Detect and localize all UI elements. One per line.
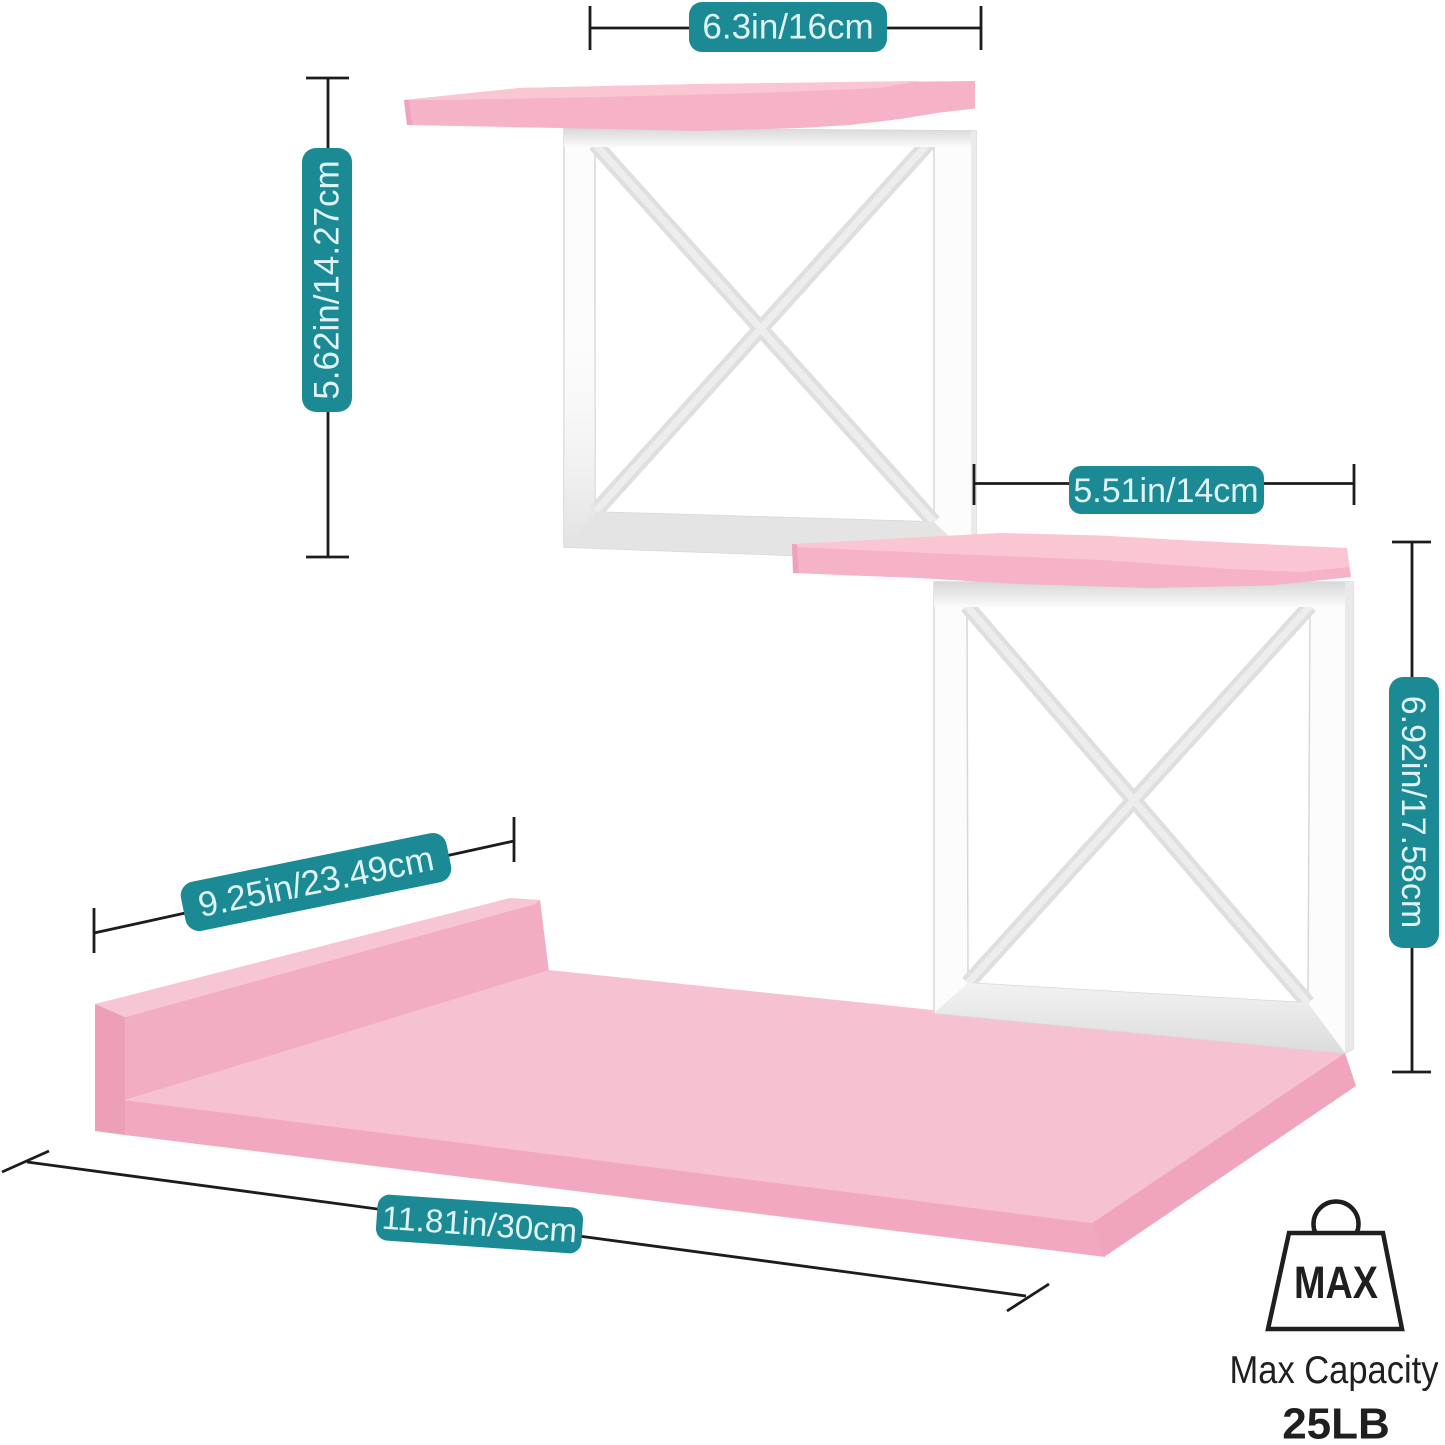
svg-text:6.92in/17.58cm: 6.92in/17.58cm xyxy=(1394,696,1432,929)
svg-text:25LB: 25LB xyxy=(1282,1400,1390,1445)
svg-text:6.3in/16cm: 6.3in/16cm xyxy=(702,8,873,47)
svg-text:5.62in/14.27cm: 5.62in/14.27cm xyxy=(308,160,347,399)
svg-text:MAX: MAX xyxy=(1294,1257,1378,1308)
svg-text:5.51in/14cm: 5.51in/14cm xyxy=(1073,472,1258,510)
svg-text:Max Capacity: Max Capacity xyxy=(1230,1348,1440,1391)
